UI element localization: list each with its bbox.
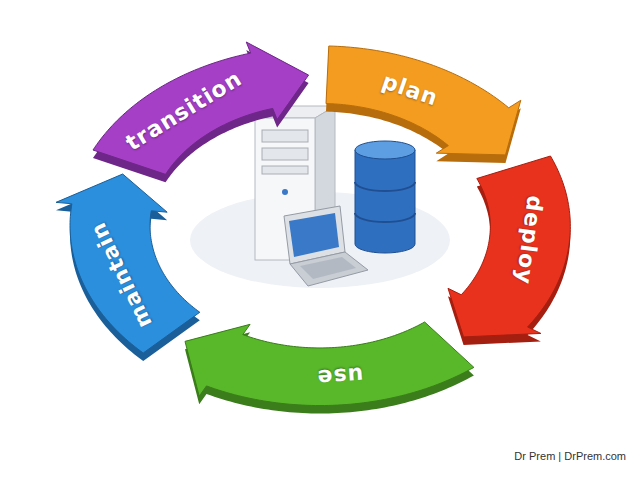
cycle-arrow: plan <box>324 44 523 165</box>
arrow-face <box>56 174 200 353</box>
cycle-arrow: maintain <box>54 172 202 363</box>
arrow-shape <box>446 154 572 347</box>
cycle-arrow: transition <box>91 40 311 184</box>
arrow-face <box>185 322 474 406</box>
database-cylinder <box>355 141 415 253</box>
stage-label: use <box>316 364 364 389</box>
arrow-face <box>326 46 521 155</box>
arrow-face <box>448 156 570 337</box>
watermark: Dr Prem | DrPrem.com <box>514 450 626 462</box>
laptop <box>284 206 368 286</box>
cycle-arrow: use <box>183 320 476 416</box>
cycle-arrow: deploy <box>446 154 572 347</box>
arrow-face <box>93 42 309 174</box>
